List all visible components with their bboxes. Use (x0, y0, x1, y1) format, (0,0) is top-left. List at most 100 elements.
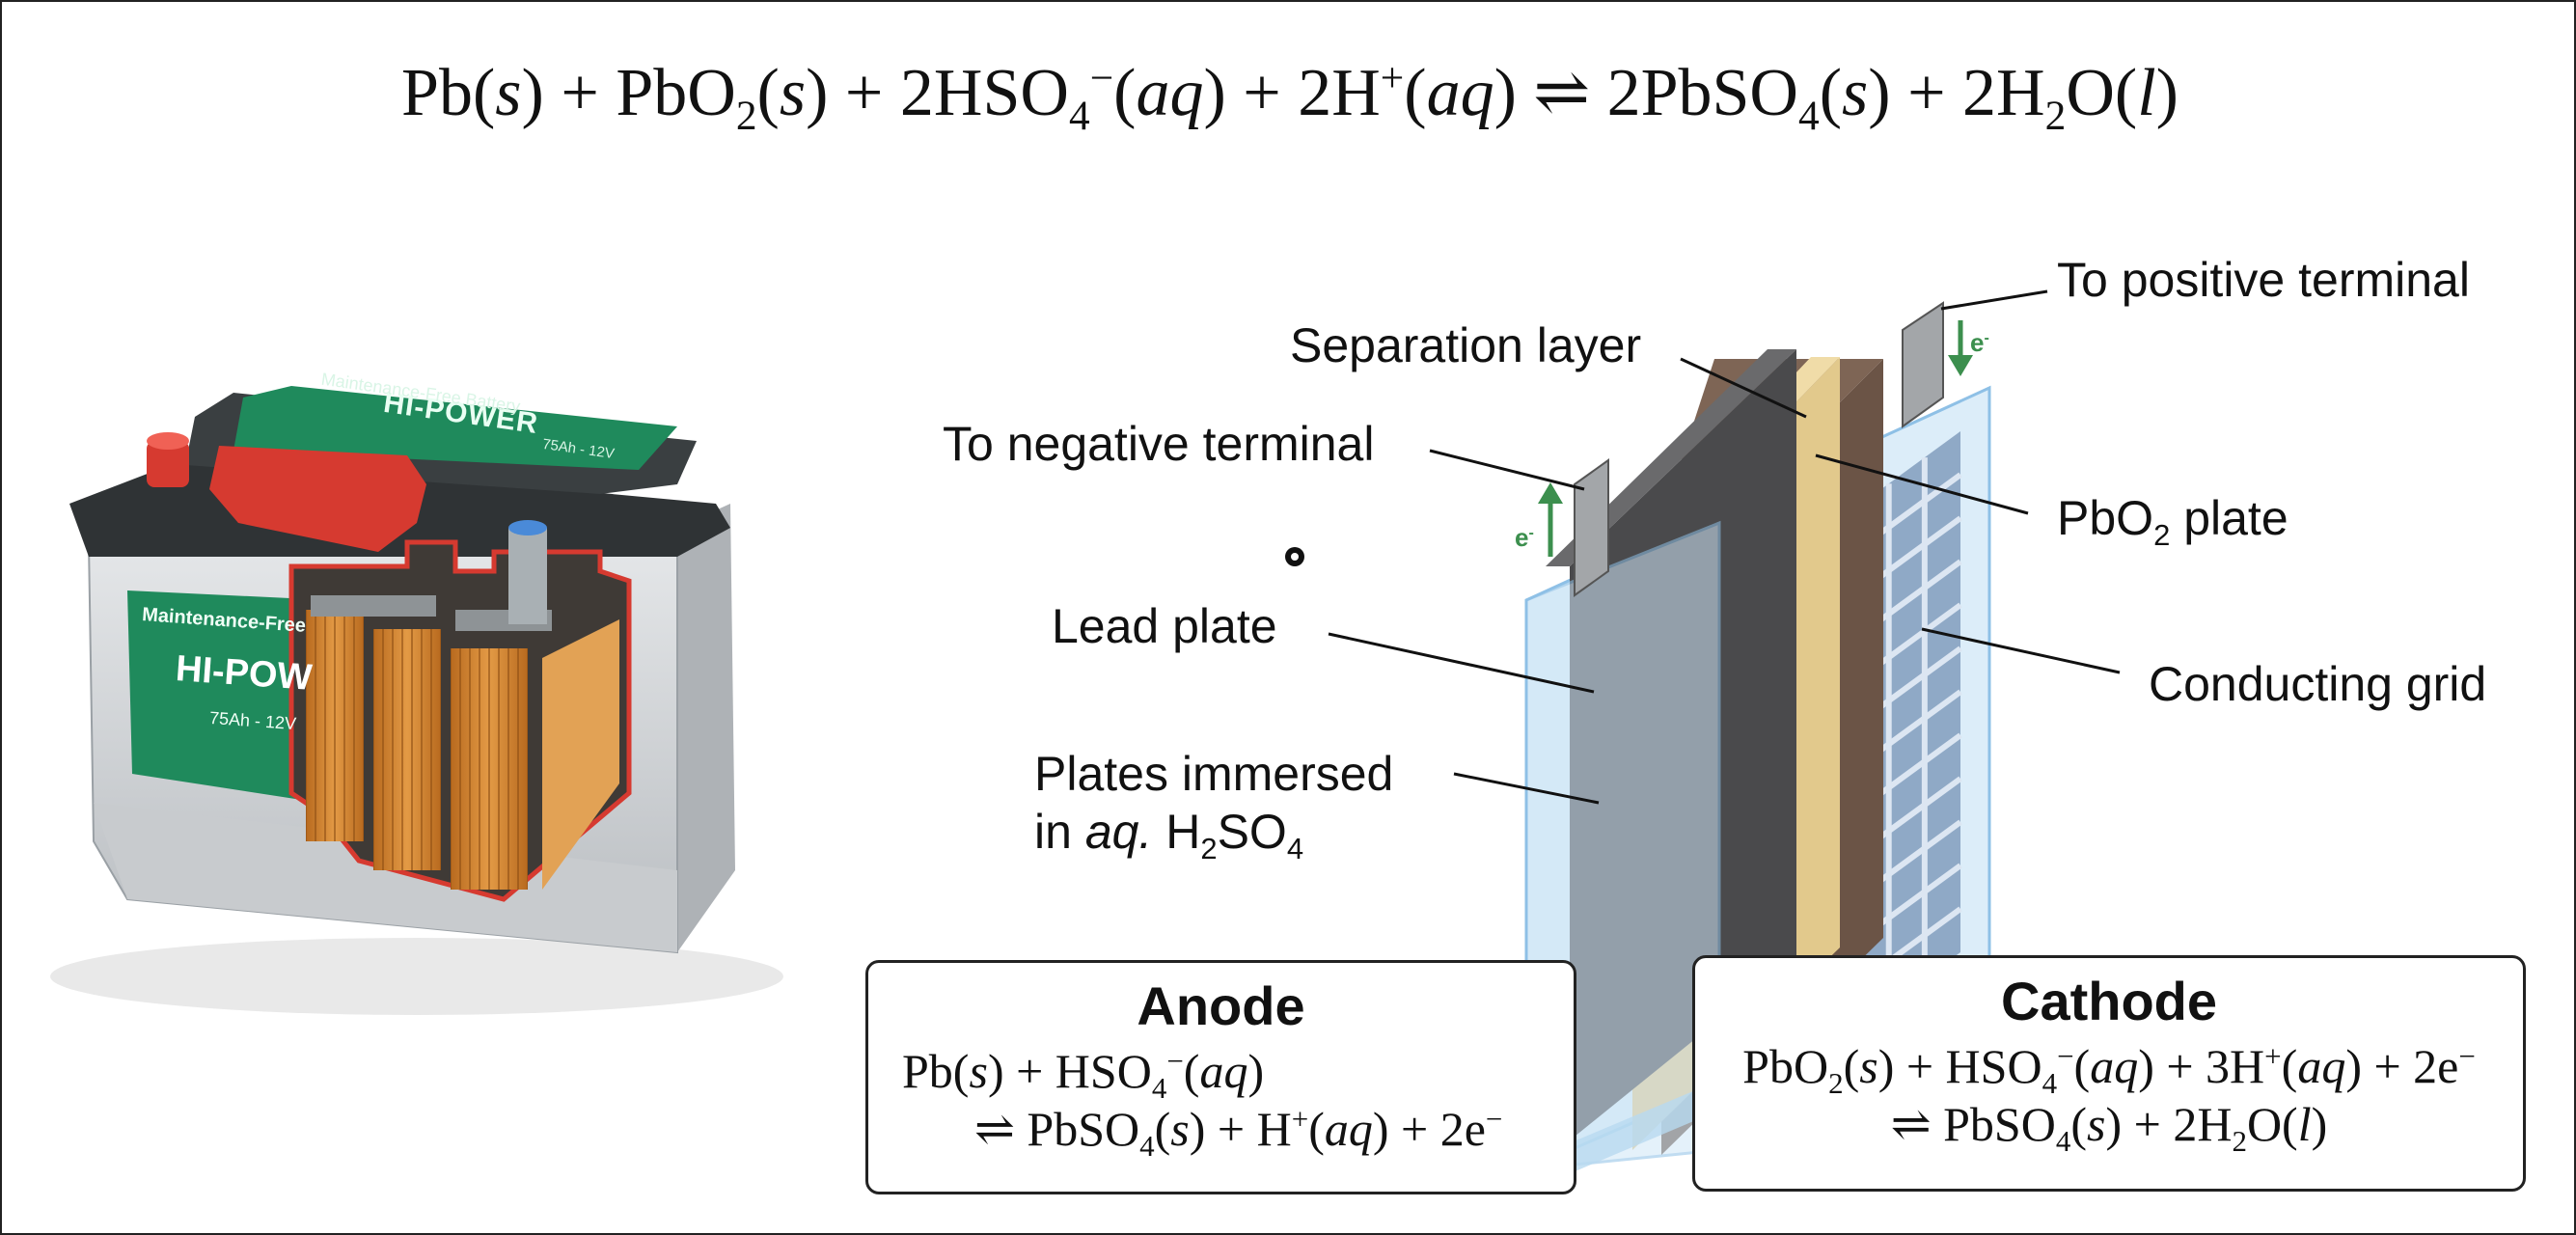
electron-right-e: e (1970, 328, 1985, 357)
terminal-cap-top (147, 432, 189, 450)
cathode-l1-mid2: ) + 3H (2138, 1039, 2265, 1093)
eq-equilibrium-arrow: ⇌ (1533, 56, 1591, 130)
eq-pbso4-state: s (1842, 56, 1869, 130)
electron-flow-in-arrowhead (1948, 355, 1973, 376)
eq-plus: + (1907, 56, 1946, 130)
eq-h-state: aq (1426, 56, 1494, 130)
cathode-l2-close: ) (2311, 1097, 2328, 1151)
eq-water: 2H (1962, 56, 2045, 130)
eq-water-o: O (2066, 56, 2115, 130)
cathode-title: Cathode (2001, 971, 2217, 1031)
label-separation-layer: Separation layer (1290, 318, 1642, 372)
anode-l2-sup: + (1291, 1101, 1309, 1136)
cathode-l1-aq: aq (2090, 1039, 2139, 1093)
label-immersed-line1: Plates immersed (1034, 747, 1394, 801)
eq-pb: Pb (401, 56, 473, 130)
label-immersed-in: in (1034, 805, 1085, 859)
cathode-l1-pre: PbO (1742, 1039, 1829, 1093)
label-immersed-sub2: 4 (1286, 831, 1304, 865)
anode-l2-mid: ) + H (1189, 1102, 1292, 1156)
anode-l2-open2: ( (1308, 1102, 1325, 1156)
leader-separation-layer (1680, 357, 1807, 419)
cell-connector (311, 595, 436, 617)
electron-flow-out-arrowhead (1538, 482, 1563, 504)
eq-h-sup: + (1380, 55, 1405, 102)
eq-hso4-sup: − (1089, 55, 1114, 102)
label-immersed-sub1: 2 (1200, 831, 1218, 865)
eq-plus: + (1243, 56, 1281, 130)
anode-l2-open: ( (1154, 1102, 1171, 1156)
label-pbo2-sub: 2 (2153, 517, 2171, 552)
eq-pbo2-state: s (779, 56, 807, 130)
eq-hso4-state: aq (1136, 56, 1204, 130)
eq-hso4: 2HSO (899, 56, 1069, 130)
cathode-l1-mid: ) + HSO (1877, 1039, 2042, 1093)
anode-title: Anode (1137, 975, 1305, 1036)
cathode-l1-sup: − (2057, 1038, 2074, 1073)
cathode-l1-end: ) + 2e (2345, 1039, 2459, 1093)
eq-pbso4-sub: 4 (1797, 93, 1820, 140)
eq-hso4-sub: 4 (1068, 93, 1090, 140)
negative-terminal-tab (1574, 458, 1609, 597)
eq-pbo2: PbO (616, 56, 736, 130)
eq-pbso4: 2PbSO (1606, 56, 1798, 130)
leader-positive-terminal (1940, 289, 2048, 311)
anode-box: Anode Pb(s) + HSO4−(aq) ⇌ PbSO4(s) + H+(… (865, 960, 1576, 1194)
electron-right-sup: - (1984, 329, 1989, 347)
label-pbo2-rest: plate (2170, 491, 2288, 545)
cathode-l2-sub: 4 (2055, 1123, 2071, 1158)
cathode-l2-mid: ) + 2H (2105, 1097, 2233, 1151)
car-battery-illustration (50, 386, 783, 1015)
overall-equation: Pb(s) + PbO2(s) + 2HSO4−(aq) + 2H+(aq) ⇌… (401, 55, 2179, 140)
leader-conducting-grid (1921, 627, 2121, 674)
battery-top-label (233, 386, 677, 470)
anode-l1-mid: ) + HSO (987, 1044, 1152, 1098)
label-conducting-grid: Conducting grid (2149, 657, 2487, 711)
cathode-l2-l: l (2297, 1097, 2312, 1151)
label-immersed-aq: aq. (1084, 805, 1153, 859)
leader-negative-terminal (1429, 449, 1585, 491)
leader-pbo2-plate (1815, 453, 2029, 515)
anode-l1-sup: − (1166, 1043, 1184, 1078)
anode-l1-aq: aq (1199, 1044, 1248, 1098)
cathode-l2-pre: ⇌ PbSO (1890, 1097, 2056, 1151)
battery-side-face (677, 504, 735, 952)
label-immersed-so: SO (1217, 805, 1287, 859)
cathode-l2-s: s (2087, 1097, 2106, 1151)
cell-plates-2-lines (373, 629, 441, 870)
eq-plus: + (844, 56, 884, 130)
leader-plates-immersed (1453, 772, 1600, 805)
leader-lead-plate (1328, 632, 1595, 694)
positive-terminal-post (508, 528, 547, 624)
anode-l2-end: ) + 2e (1372, 1102, 1486, 1156)
cathode-l2-open: ( (2070, 1097, 2087, 1151)
anode-l1-pb: Pb( (902, 1044, 970, 1098)
eq-water-state: l (2137, 56, 2156, 130)
anode-l1-open: ( (1183, 1044, 1200, 1098)
anode-l2-s: s (1170, 1102, 1190, 1156)
peeled-separator (542, 619, 619, 890)
anode-l1-sub: 4 (1151, 1070, 1167, 1105)
anode-line-1: Pb(s) + HSO4−(aq) (902, 1043, 1574, 1103)
cathode-line-2: ⇌ PbSO4(s) + 2H2O(l) (1695, 1096, 2523, 1156)
cathode-l1-open2: ( (2073, 1039, 2091, 1093)
anode-l1-s: s (969, 1044, 988, 1098)
marker-dot-center (1291, 553, 1299, 561)
cathode-l2-o: O( (2246, 1097, 2298, 1151)
battery-front-label (127, 590, 330, 803)
cathode-l1-open: ( (1843, 1039, 1860, 1093)
cathode-l1-sub2: 4 (2042, 1065, 2058, 1100)
cell-plates-1-lines (306, 610, 364, 841)
eq-water-sub: 2 (2044, 93, 2067, 140)
eq-pbo2-sub: 2 (735, 93, 757, 140)
eq-plus: + (561, 56, 599, 130)
cathode-l1-esup: − (2458, 1038, 2476, 1073)
label-immersed-line2: in aq. H2SO4 (1034, 803, 1393, 864)
eq-pb-state: s (495, 56, 522, 130)
cathode-l1-open3: ( (2281, 1039, 2298, 1093)
label-plates-immersed: Plates immersed in aq. H2SO4 (1034, 745, 1394, 864)
label-positive-terminal: To positive terminal (2057, 253, 2470, 307)
negative-terminal-cap (147, 441, 189, 487)
eq-h: 2H (1298, 56, 1381, 130)
